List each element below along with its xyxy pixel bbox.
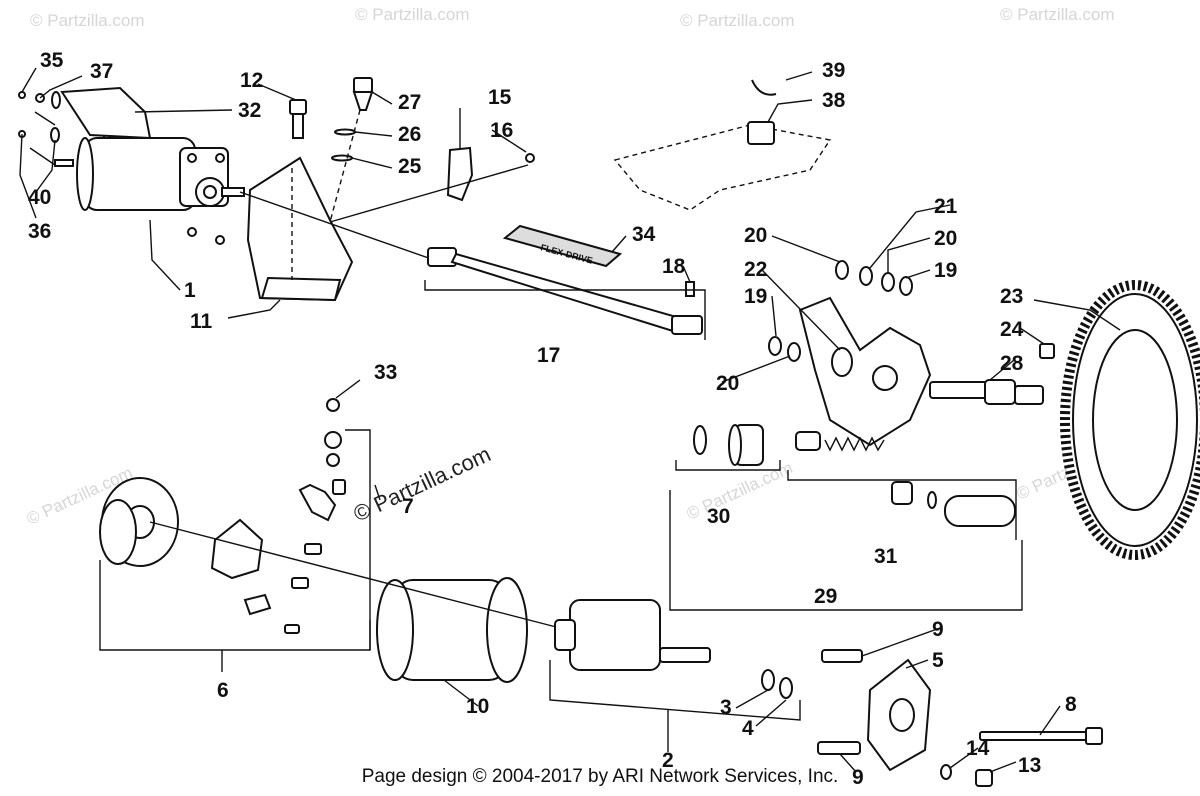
washers-19-20-21	[768, 260, 913, 362]
callout-25: 25	[398, 155, 422, 178]
watermark-text: © Partzilla.com	[684, 458, 796, 524]
ring-gear-23	[1060, 280, 1200, 560]
callout-15: 15	[488, 86, 512, 109]
washer-nut-13-14	[940, 764, 993, 787]
callout-9-bottom: 9	[852, 766, 864, 789]
callout-26: 26	[398, 123, 421, 146]
pinion-30	[693, 424, 764, 466]
mounting-bracket-11	[246, 156, 354, 302]
callout-16: 16	[490, 119, 513, 142]
callout-10: 10	[466, 695, 489, 718]
page-footer: Page design © 2004-2017 by ARI Network S…	[361, 766, 839, 787]
callout-30: 30	[707, 505, 730, 528]
bolt-27-washers-25-26	[329, 77, 374, 223]
drive-shaft-28	[929, 379, 1044, 405]
bracket-2	[549, 660, 801, 721]
callout-33: 33	[374, 361, 397, 384]
yoke-10	[376, 577, 528, 683]
callout-22: 22	[744, 258, 767, 281]
callout-20-bottom: 20	[716, 372, 739, 395]
callout-9-top: 9	[932, 618, 944, 641]
callout-11: 11	[190, 310, 213, 333]
bolt-12	[289, 99, 307, 139]
watermark-text: © Partzilla.com	[680, 11, 795, 30]
callout-5: 5	[932, 649, 944, 672]
watermark-text: © Partzilla.com	[30, 11, 145, 30]
callout-7: 7	[402, 495, 414, 518]
callout-18: 18	[662, 255, 686, 278]
callout-24: 24	[1000, 318, 1024, 341]
assembly-line	[149, 521, 561, 629]
callout-27: 27	[398, 91, 421, 114]
callout-20-top: 20	[744, 224, 767, 247]
small-fasteners-35-36-37-40	[18, 91, 74, 167]
watermarks: © Partzilla.com © Partzilla.com © Partzi…	[24, 5, 1126, 529]
callout-4: 4	[742, 717, 754, 740]
bracket-31	[787, 470, 1017, 540]
callout-12: 12	[240, 69, 263, 92]
leader-lines	[19, 67, 1121, 773]
callout-17: 17	[537, 344, 560, 367]
spring-set-31	[795, 431, 1016, 527]
bolts-9	[817, 649, 863, 755]
gear-housing-22	[798, 296, 932, 447]
callout-31: 31	[874, 545, 898, 568]
callout-28: 28	[1000, 352, 1024, 375]
watermark-center: © Partzilla.com	[350, 441, 495, 526]
callout-19-right: 19	[934, 259, 957, 282]
end-frame-5	[866, 658, 932, 772]
watermark-text: © Partzilla.com	[355, 5, 470, 24]
seat-bracket-38	[613, 79, 832, 211]
callout-40: 40	[28, 186, 51, 209]
bracket-30	[675, 460, 781, 471]
end-plate-32	[60, 86, 152, 140]
callout-37: 37	[90, 60, 113, 83]
callout-36: 36	[28, 220, 51, 243]
end-cap-6	[99, 477, 179, 567]
callout-13: 13	[1018, 754, 1041, 777]
clamp-15-screw-16	[446, 146, 535, 202]
washers-3-4	[761, 669, 793, 699]
bracket-7	[345, 429, 371, 650]
flex-drive-cable-17	[427, 247, 703, 335]
bracket-29	[669, 490, 1023, 611]
callout-14: 14	[966, 737, 990, 760]
callout-6: 6	[217, 679, 229, 702]
callout-3: 3	[720, 696, 732, 719]
brush-holder	[210, 518, 322, 634]
callout-29: 29	[814, 585, 837, 608]
callout-21: 21	[934, 195, 958, 218]
callout-1: 1	[184, 279, 196, 302]
callout-19-left: 19	[744, 285, 767, 308]
callout-35: 35	[40, 49, 64, 72]
watermark-text: © Partzilla.com	[1000, 5, 1115, 24]
starter-motor	[76, 119, 245, 245]
callout-23: 23	[1000, 285, 1023, 308]
brush-set-7	[298, 398, 346, 522]
assembly-line	[329, 164, 529, 223]
bracket-17	[424, 280, 706, 340]
callout-32: 32	[238, 99, 261, 122]
assembly-line	[239, 191, 441, 263]
bolt-24	[1039, 343, 1055, 359]
flex-drive-decal-34: FLEX-DRIVE	[502, 224, 623, 268]
callout-2: 2	[662, 749, 674, 772]
callout-34: 34	[632, 223, 656, 246]
callout-38: 38	[822, 89, 846, 112]
callout-39: 39	[822, 59, 845, 82]
through-bolt-8	[979, 727, 1103, 745]
armature-2	[554, 599, 711, 671]
callout-8: 8	[1065, 693, 1077, 716]
callouts: 35 37 32 12 27 26 25 15 16 40 36 1 11 34…	[28, 49, 1077, 789]
callout-20-right: 20	[934, 227, 957, 250]
